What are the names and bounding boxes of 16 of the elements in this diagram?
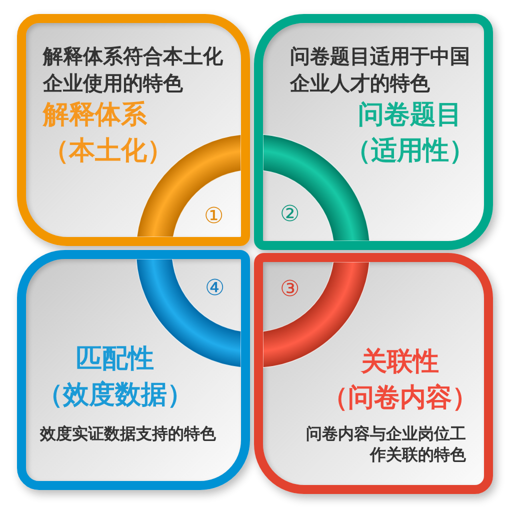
step-number: ② <box>280 203 300 225</box>
description-text: 问卷题目适用于中国企业人才的特色 <box>290 45 471 97</box>
quadrant-card <box>254 14 493 250</box>
heading-text: 关联性（问卷内容） <box>321 345 479 414</box>
step-number: ④ <box>205 277 225 299</box>
quadrant-card <box>17 14 250 246</box>
step-number: ③ <box>280 278 300 300</box>
description-text: 问卷内容与企业岗位工作关联的特色 <box>305 424 466 466</box>
heading-text: 匹配性（效度数据） <box>36 342 194 411</box>
quadrant-card <box>254 253 493 494</box>
heading-text: 问卷题目（适用性） <box>344 98 476 167</box>
heading-text: 解释体系（本土化） <box>43 98 174 167</box>
description-text: 效度实证数据支持的特色 <box>40 424 217 445</box>
description-text: 解释体系符合本土化企业使用的特色 <box>43 45 224 97</box>
step-number: ① <box>204 205 224 227</box>
quadrant-card <box>17 250 250 490</box>
